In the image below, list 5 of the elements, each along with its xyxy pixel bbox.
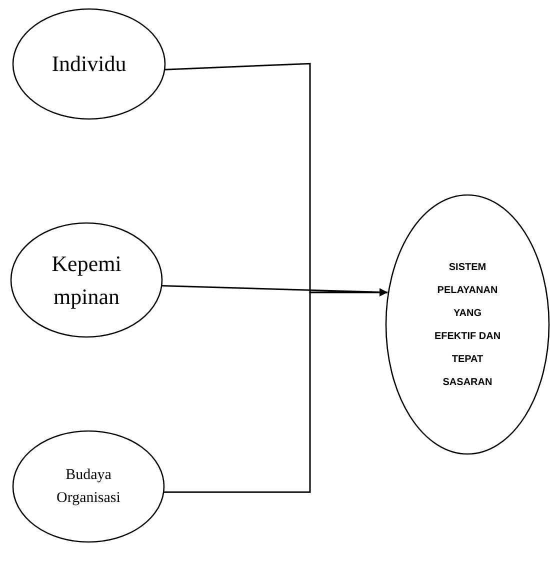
node-label: Individu: [50, 50, 128, 78]
connector-arrow: [164, 288, 388, 493]
node-label: SISTEM PELAYANAN YANG EFEKTIF DAN TEPAT SASARAN: [433, 260, 502, 390]
node-label: Kepemi mpinan: [50, 250, 122, 311]
node-label: Budaya Organisasi: [56, 466, 122, 508]
